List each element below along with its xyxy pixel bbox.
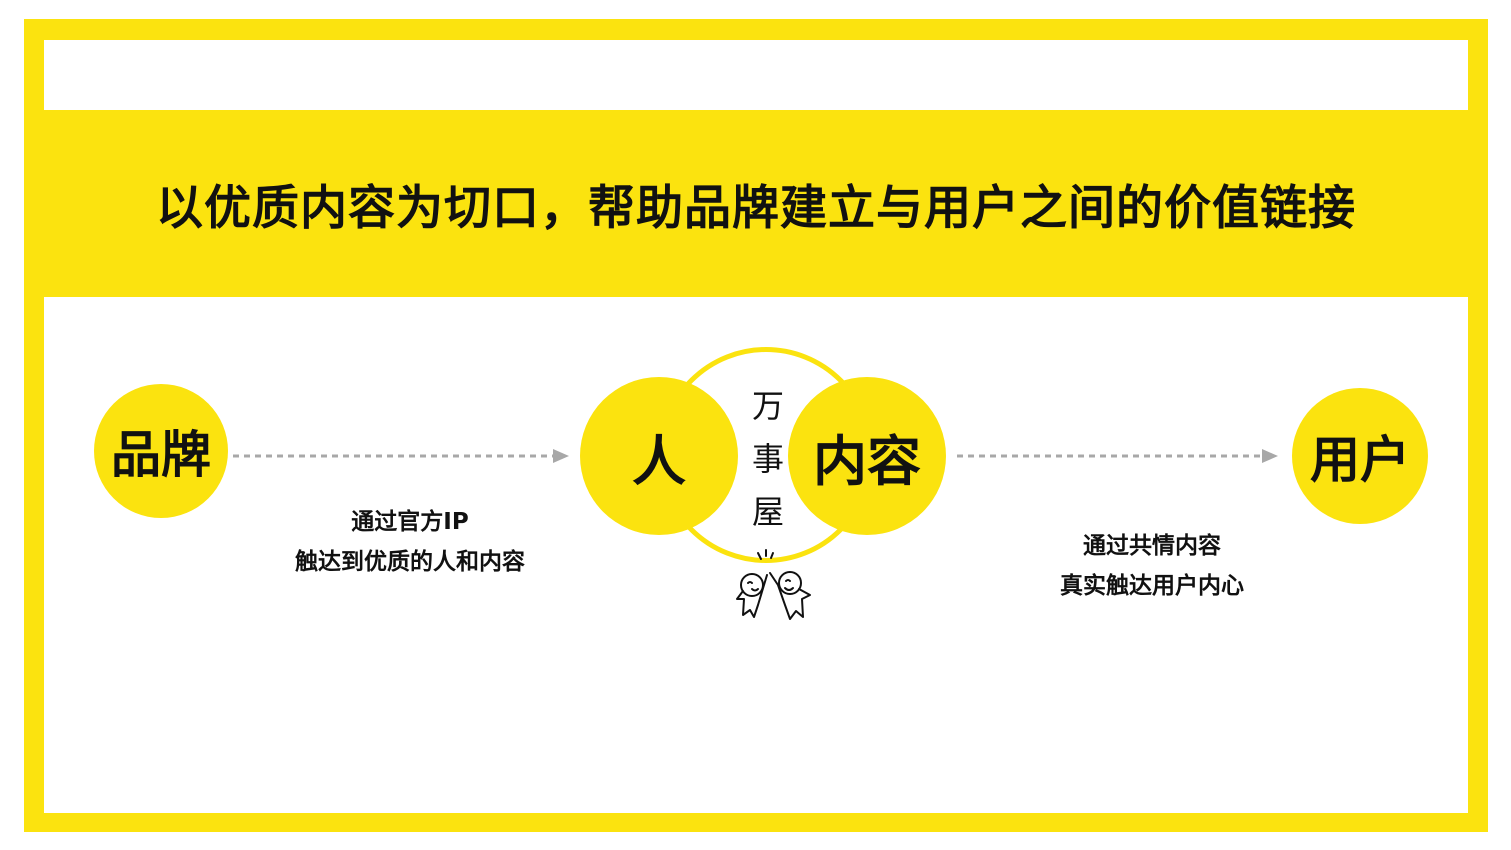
node-people-label: 人 [632,429,686,493]
high-five-doodle-icon [736,549,811,620]
caption-content-to-user: 通过共情内容 真实触达用户内心 [1002,526,1302,606]
caption-line-1: 通过官方IP [351,509,469,535]
top-white-band [44,40,1468,110]
caption-brand-to-people: 通过官方IP 触达到优质的人和内容 [260,502,560,582]
node-user: 用户 [1292,388,1428,524]
caption-line-2: 触达到优质的人和内容 [295,549,525,575]
node-people: 人 [580,377,738,535]
node-brand: 品牌 [94,384,228,518]
node-brand-label: 品牌 [111,426,211,484]
center-char-2: 事 [751,440,784,478]
slide-title: 以优质内容为切口，帮助品牌建立与用户之间的价值链接 [156,181,1356,236]
center-brand-name: 万 事 屋 [748,380,788,539]
caption-line-1: 通过共情内容 [1083,533,1221,559]
node-content-label: 内容 [813,429,921,493]
caption-line-2: 真实触达用户内心 [1060,573,1244,599]
node-user-label: 用户 [1310,431,1410,489]
center-char-3: 屋 [751,493,784,531]
node-content: 内容 [788,377,946,535]
center-char-1: 万 [751,387,784,425]
arrow-brand-to-people-icon [233,449,569,463]
arrow-content-to-user-icon [957,449,1278,463]
